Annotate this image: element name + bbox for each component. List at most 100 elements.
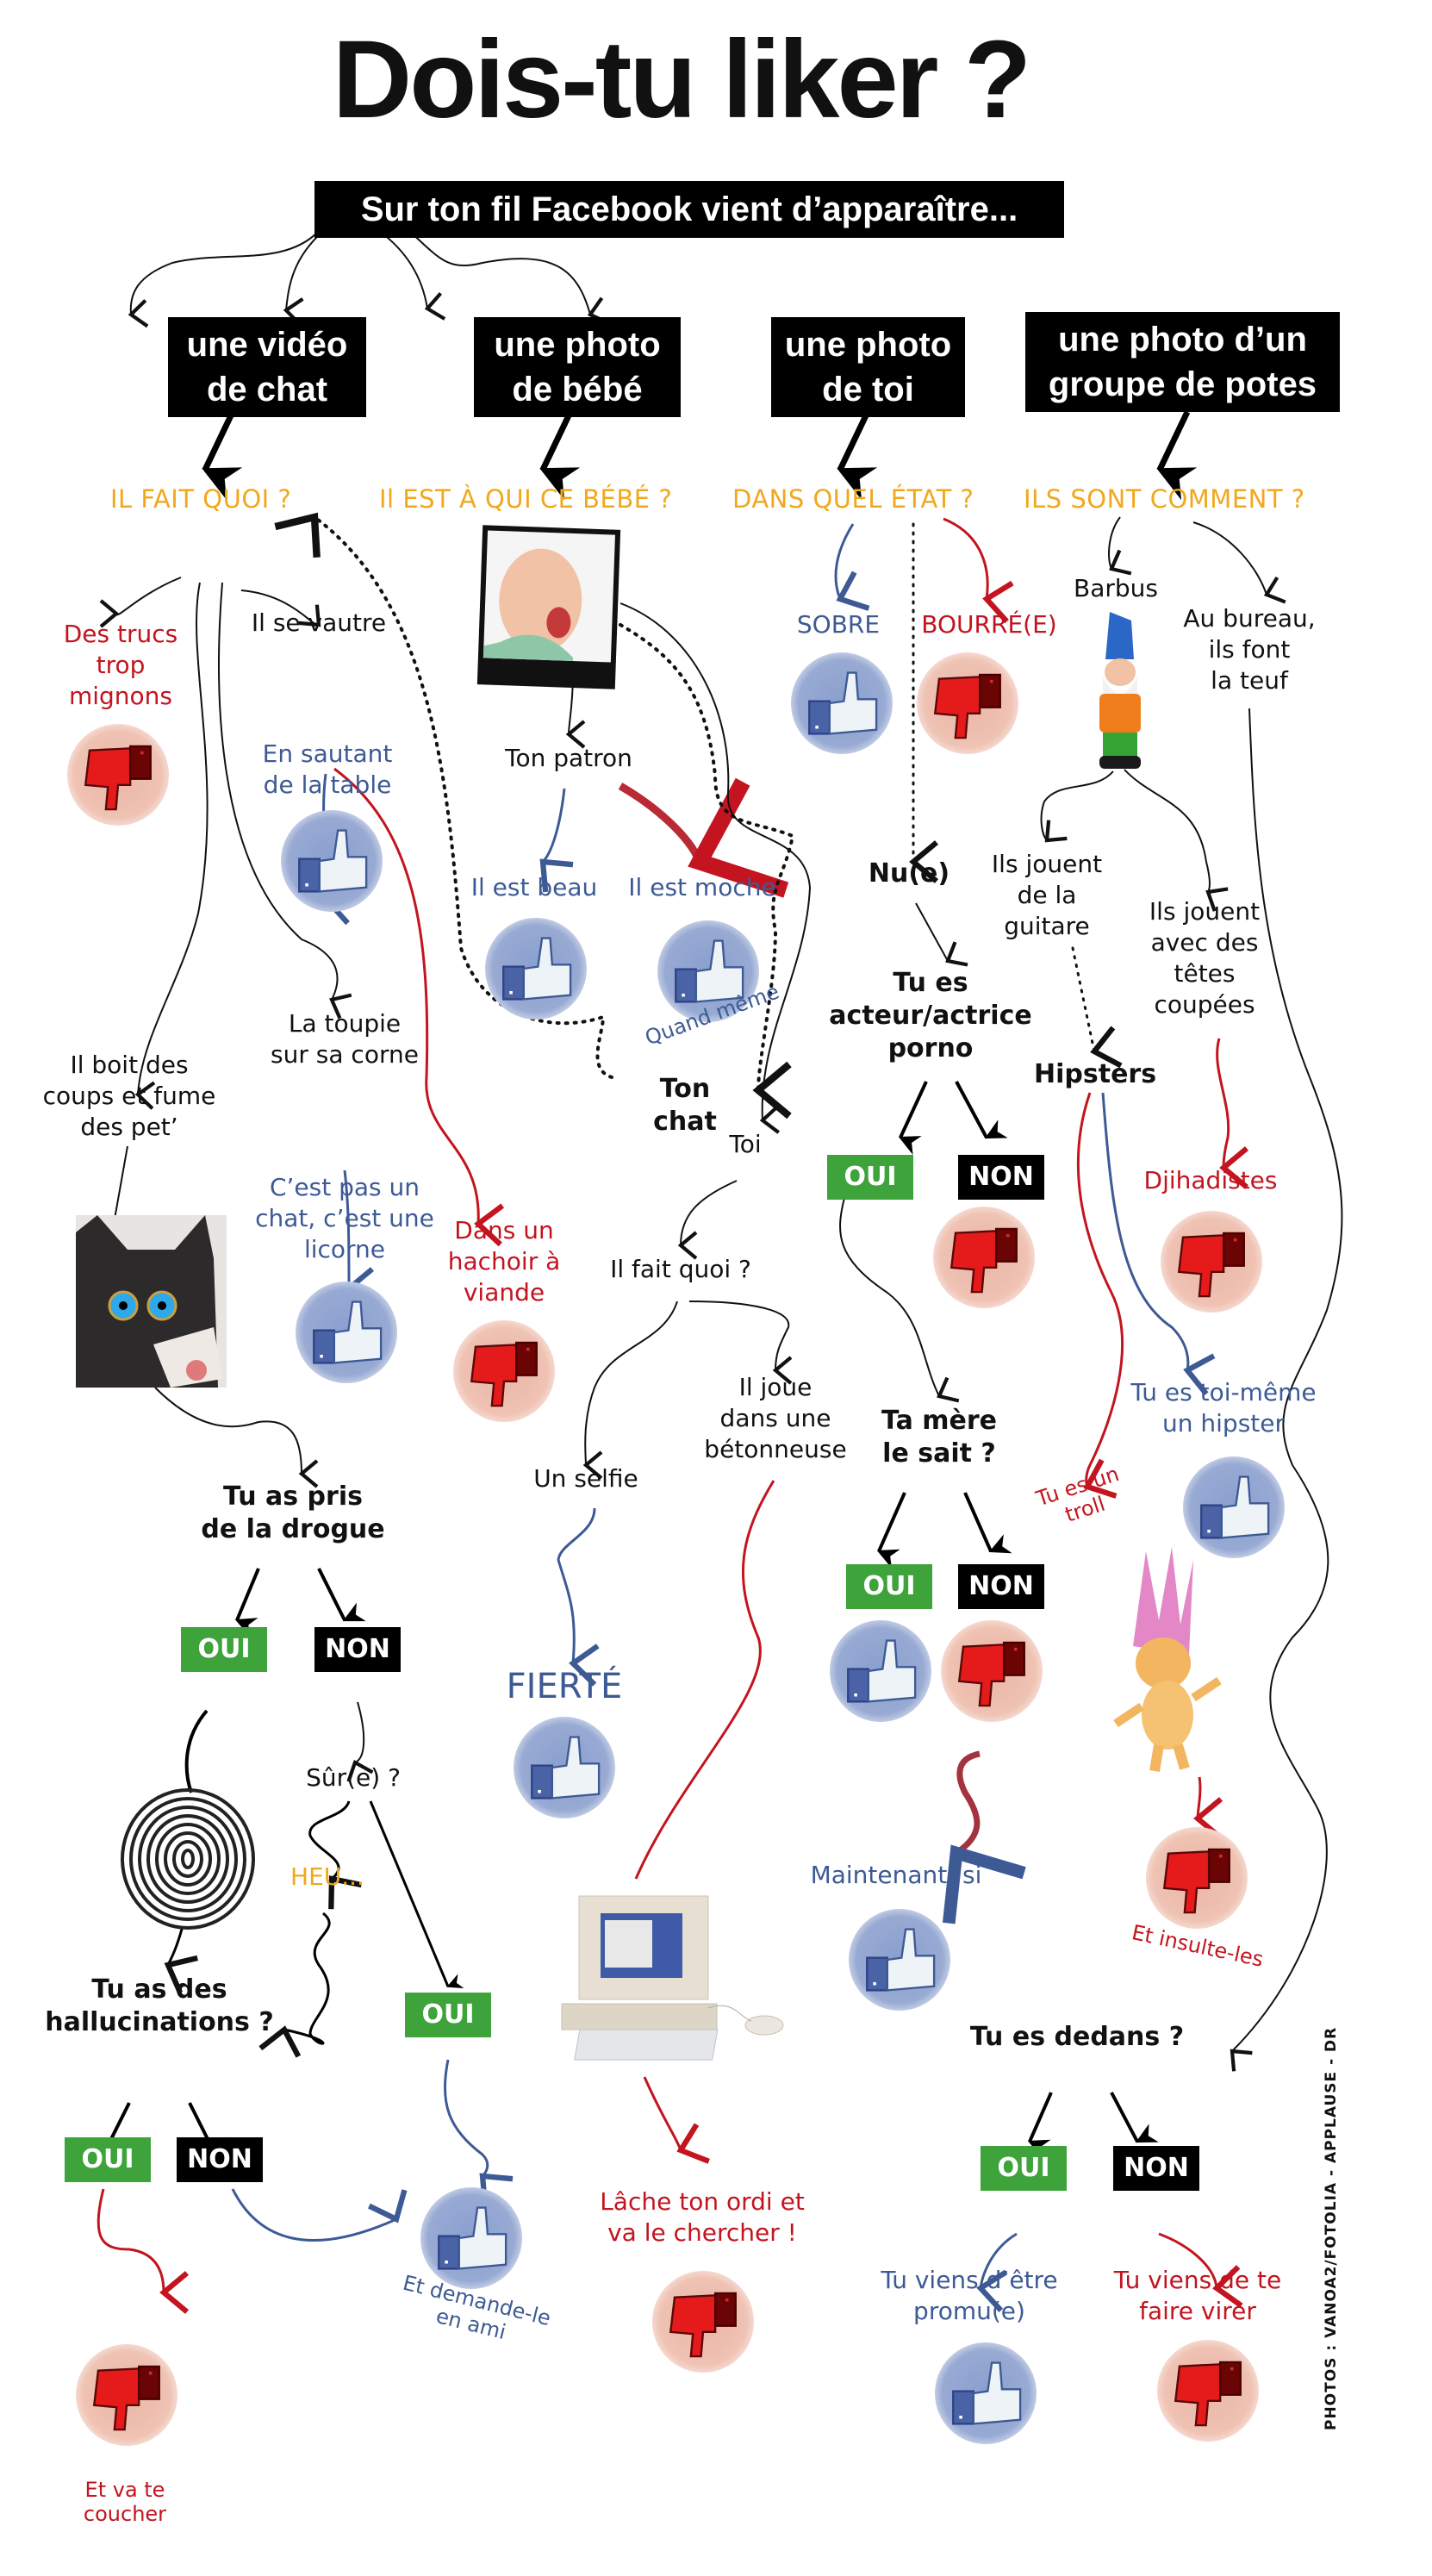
thumbs-up-glyph bbox=[438, 2206, 507, 2270]
caption-go-to-bed: Et va te coucher bbox=[69, 2478, 181, 2526]
text-line: viande bbox=[463, 1278, 545, 1307]
thumbs-up-icon[interactable] bbox=[935, 2342, 1037, 2444]
text-line: la teuf bbox=[1211, 666, 1288, 695]
link-banner-friends bbox=[408, 230, 610, 325]
category-line: de bébé bbox=[512, 371, 643, 409]
thumbs-up-icon[interactable] bbox=[791, 652, 893, 754]
arrow-inside-yes bbox=[1027, 2092, 1053, 2159]
answer-meat-grinder: Dans un hachoir à viande bbox=[435, 1215, 573, 1308]
text-line: de la bbox=[1017, 881, 1077, 909]
text-line: coups et fume bbox=[42, 1082, 216, 1110]
yes-label: OUI bbox=[405, 1993, 491, 2037]
thumbs-up-icon[interactable] bbox=[296, 1282, 397, 1383]
thumbs-up-icon[interactable] bbox=[830, 1620, 931, 1722]
link-no-sure bbox=[346, 1701, 374, 1782]
link-halluc-yes-bed bbox=[97, 2188, 190, 2314]
arrow-drugs-no bbox=[317, 1568, 366, 1622]
text-line: Tu as des bbox=[91, 1974, 227, 2005]
text-line: licorne bbox=[303, 1235, 386, 1263]
no-label: NON bbox=[314, 1627, 401, 1672]
answer-fired: Tu viens de te faire virer bbox=[1111, 2265, 1284, 2327]
question-baby: Il EST À QUI CE BÉBÉ ? bbox=[379, 484, 673, 514]
thumbs-down-icon[interactable] bbox=[933, 1207, 1035, 1308]
answer-drinks-smokes: Il boit des coups et fume des pet’ bbox=[34, 1050, 224, 1143]
thumbs-down-glyph bbox=[1162, 1848, 1230, 1914]
thumbs-down-icon[interactable] bbox=[941, 1620, 1043, 1722]
link-gnome-guitar bbox=[1040, 770, 1114, 843]
thumbs-up-icon[interactable] bbox=[420, 2187, 522, 2289]
thumbs-up-glyph bbox=[1200, 1475, 1270, 1539]
thumbs-down-icon[interactable] bbox=[652, 2271, 754, 2373]
link-halluc-no-friend bbox=[231, 2188, 408, 2242]
photo-credit: PHOTOS : VANOA2/FOTOLIA - APPLAUSE - DR bbox=[1323, 2026, 1340, 2430]
question-you: DANS QUEL ÉTAT ? bbox=[732, 484, 974, 514]
thumbs-down-glyph bbox=[1174, 2361, 1242, 2427]
answer-naked: Nu(e) bbox=[868, 858, 950, 889]
text-line: Tu es toi-même bbox=[1130, 1378, 1317, 1407]
thumbs-up-icon[interactable] bbox=[281, 810, 383, 912]
category-cat-video[interactable]: une vidéo de chat bbox=[168, 317, 366, 417]
answer-bearded: Barbus bbox=[1074, 574, 1158, 602]
question-are-you-in-it: Tu es dedans ? bbox=[969, 2022, 1185, 2052]
answer-sober: SOBRE bbox=[796, 610, 881, 639]
category-line: une photo d’un bbox=[1058, 321, 1307, 359]
intro-banner: Sur ton fil Facebook vient d’apparaître.… bbox=[314, 181, 1064, 238]
baby-photo bbox=[476, 525, 621, 689]
link-what-selfie bbox=[582, 1300, 678, 1480]
thumbs-up-icon[interactable] bbox=[485, 918, 587, 1020]
thumbs-down-icon[interactable] bbox=[453, 1320, 555, 1422]
thumbs-down-icon[interactable] bbox=[76, 2344, 177, 2446]
text-line: Tu es bbox=[893, 968, 968, 998]
text-line: En sautant bbox=[262, 739, 393, 768]
thumbs-down-icon[interactable] bbox=[1161, 1211, 1262, 1313]
text-line: trop bbox=[96, 651, 146, 679]
question-porn-actor: Tu es acteur/actrice porno bbox=[827, 967, 1034, 1065]
category-your-photo[interactable]: une photo de toi bbox=[771, 317, 965, 417]
thumbs-up-icon[interactable] bbox=[514, 1717, 615, 1818]
category-friends-photo[interactable]: une photo d’un groupe de potes bbox=[1025, 312, 1340, 412]
garden-gnome-image bbox=[1084, 608, 1153, 771]
link-friends-bearded bbox=[1108, 516, 1132, 576]
category-line: de toi bbox=[822, 371, 914, 409]
thumbs-up-icon[interactable] bbox=[1183, 1456, 1285, 1558]
text-line: acteur/actrice bbox=[829, 1001, 1032, 1031]
text-line: Ta mère bbox=[881, 1406, 998, 1436]
thumbs-up-glyph bbox=[298, 829, 368, 893]
link-hipsters-troll bbox=[1076, 1092, 1124, 1499]
thumbs-down-icon[interactable] bbox=[917, 652, 1018, 754]
thumbs-up-glyph bbox=[808, 671, 878, 735]
thumbs-down-icon[interactable] bbox=[1157, 2340, 1259, 2442]
link-you-what bbox=[677, 1180, 738, 1260]
answer-drunk: BOURRÉ(E) bbox=[921, 610, 1057, 639]
text-line: hachoir à bbox=[447, 1247, 561, 1276]
link-banner-baby bbox=[283, 230, 324, 327]
link-banner-you bbox=[378, 230, 446, 321]
text-line: La toupie bbox=[288, 1009, 402, 1038]
answer-office-party: Au bureau, ils font la teuf bbox=[1176, 603, 1323, 696]
thumbs-up-icon[interactable] bbox=[849, 1909, 950, 2011]
category-line: groupe de potes bbox=[1048, 365, 1317, 403]
text-line: sur sa corne bbox=[271, 1040, 419, 1069]
answer-now-yes: Maintenant, si bbox=[810, 1861, 982, 1889]
answer-flops: Il se vautre bbox=[251, 608, 387, 637]
category-line: une photo bbox=[494, 326, 661, 364]
link-friends-office bbox=[1192, 521, 1286, 604]
thumbs-up-glyph bbox=[847, 1639, 917, 1703]
text-line: porno bbox=[887, 1033, 974, 1063]
category-baby-photo[interactable]: une photo de bébé bbox=[474, 317, 681, 417]
page-title: Dois-tu liker ? bbox=[332, 18, 1031, 141]
text-line: Et va te bbox=[84, 2478, 165, 2502]
answer-go-get-it: Lâche ton ordi et va le chercher ! bbox=[595, 2186, 810, 2249]
thumbs-up-icon[interactable] bbox=[657, 920, 759, 1022]
link-state-drunk bbox=[943, 517, 1014, 624]
thumbs-down-icon[interactable] bbox=[67, 724, 169, 826]
answer-hipster-yourself: Tu es toi-même un hipster bbox=[1129, 1377, 1318, 1439]
answer-promoted: Tu viens d’être promu(e) bbox=[879, 2265, 1060, 2327]
thumbs-down-icon[interactable] bbox=[1146, 1827, 1248, 1929]
thumbs-up-glyph bbox=[866, 1928, 936, 1992]
link-troll-insult bbox=[1193, 1776, 1223, 1840]
category-line: une vidéo bbox=[186, 326, 348, 364]
computer-image bbox=[545, 1887, 803, 2077]
arrow-drugs-yes bbox=[234, 1568, 260, 1637]
link-cat-cute bbox=[99, 577, 182, 628]
